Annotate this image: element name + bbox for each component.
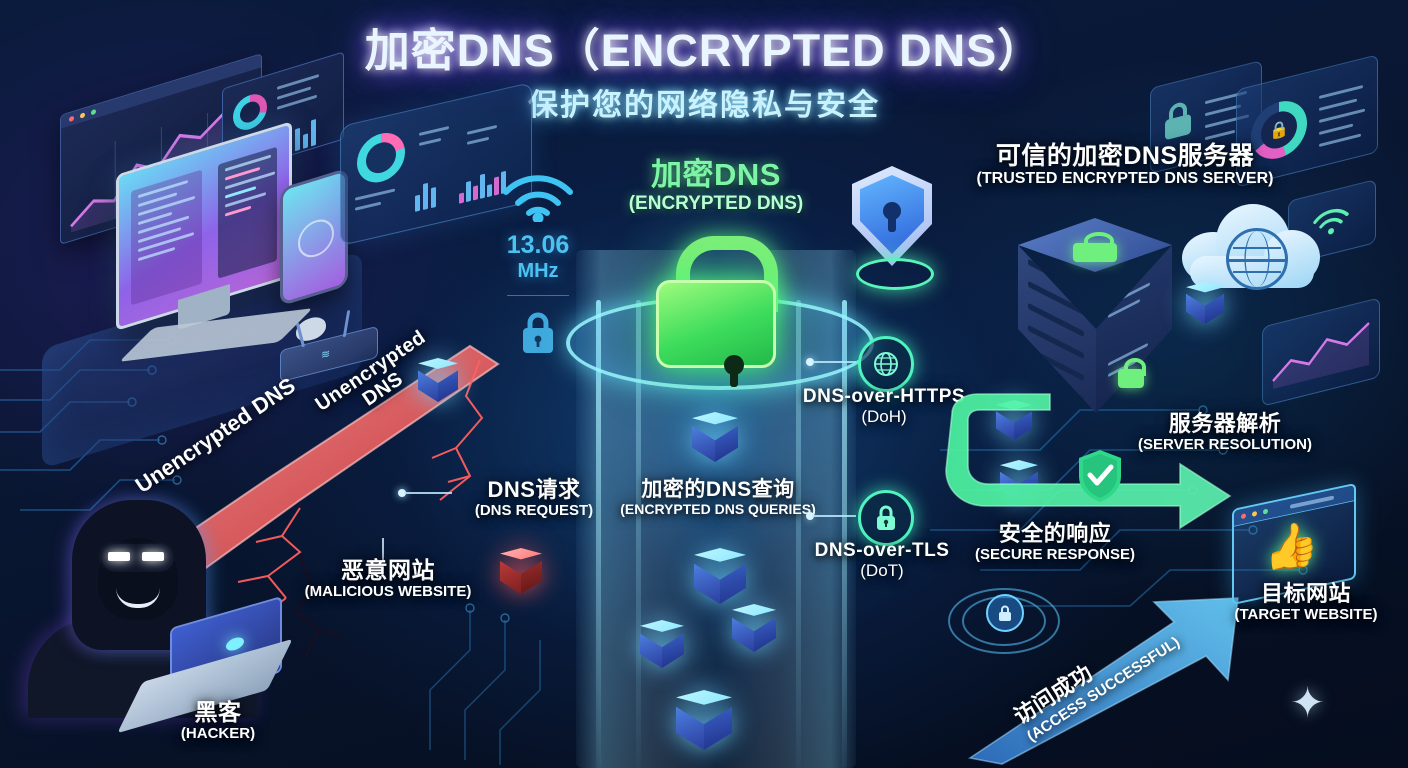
globe-icon (858, 336, 914, 392)
frequency-unit: MHz (517, 260, 559, 282)
hacker-eye-left (108, 552, 130, 561)
dot-label: DNS-over-TLS (DoT) (814, 540, 950, 581)
hacker-grin (116, 588, 160, 608)
sparkle-icon: ✦ (1290, 679, 1326, 726)
lock-icon (999, 605, 1011, 621)
doh-anchor-dot (806, 358, 814, 366)
circuit-lines-bottom (429, 603, 541, 765)
smartphone (280, 167, 348, 307)
malicious-connector (382, 538, 384, 562)
doh-connector (812, 361, 856, 363)
server-face-lock-icon (1118, 358, 1146, 388)
padlock-icon (638, 232, 788, 387)
encrypted-queries-label: 加密的DNS查询 (ENCRYPTED DNS QUERIES) (620, 478, 816, 517)
server-cube-right (1186, 282, 1224, 324)
secure-response-label: 安全的响应 (SECURE RESPONSE) (974, 521, 1136, 563)
tunnel-cube-3 (640, 620, 684, 668)
panel-wifi-card (1288, 179, 1376, 265)
tunnel-cube-5 (676, 690, 732, 750)
shield-keyhole-icon (852, 166, 932, 266)
wifi-icon (1313, 208, 1349, 235)
server-resolution-label: 服务器解析 (SERVER RESOLUTION) (1138, 411, 1312, 453)
malicious-website-label: 恶意网站 (MALICIOUS WEBSITE) (304, 557, 472, 600)
panel-analytics-card (1262, 297, 1380, 407)
tunnel-cube-1 (692, 412, 738, 462)
lock-icon (858, 490, 914, 546)
hacker-eye-right (142, 552, 164, 561)
secure-response-arrow (930, 380, 1260, 580)
data-cube-red (500, 548, 542, 594)
tunnel-cube-4 (732, 604, 776, 652)
wifi-icon (503, 175, 573, 224)
cloud-globe-icon (1182, 198, 1322, 290)
donut-gauge (357, 128, 405, 188)
center-heading: 加密DNS (ENCRYPTED DNS) (628, 157, 804, 214)
target-website-label: 目标网站 (TARGET WEBSITE) (1234, 581, 1378, 623)
dot-connector (812, 515, 856, 517)
page-title: 加密DNS（ENCRYPTED DNS） (364, 25, 1044, 76)
thumbs-up-icon: 👍 (1264, 516, 1319, 578)
lock-icon (1165, 102, 1191, 140)
data-cube-blue (418, 358, 458, 402)
hacker-laptop (117, 595, 293, 734)
monitor-sidebar-panel (130, 169, 203, 306)
server-top-lock-icon (1073, 232, 1117, 262)
doh-label: DNS-over-HTTPS (DoH) (802, 386, 966, 427)
dot-anchor-dot (806, 512, 814, 520)
hacker-label: 黑客 (HACKER) (180, 699, 256, 742)
monitor-code-panel (217, 146, 278, 279)
shield-check-icon (1079, 450, 1121, 502)
frequency-value: 13.06 (506, 231, 570, 259)
trusted-server-label: 可信的加密DNS服务器 (TRUSTED ENCRYPTED DNS SERVE… (976, 142, 1274, 187)
lock-icon (523, 312, 553, 353)
access-successful-arrow (960, 596, 1280, 766)
tunnel-cube-2 (694, 548, 746, 604)
page-subtitle: 保护您的网络隐私与安全 (528, 89, 880, 122)
dns-server-rack (1010, 218, 1180, 433)
wifi-frequency-group: 13.06 MHz (496, 170, 580, 356)
dns-request-anchor-dot (398, 489, 406, 497)
dns-request-connector (404, 492, 452, 494)
shield-base-ring (856, 258, 934, 290)
radar-lock-graphic (948, 580, 1060, 660)
panel-lock-card (1150, 60, 1262, 174)
workstation-illustration: ≋ (28, 51, 378, 469)
hacker-illustration (20, 500, 293, 734)
dns-request-label: DNS请求 (DNS REQUEST) (474, 477, 594, 519)
